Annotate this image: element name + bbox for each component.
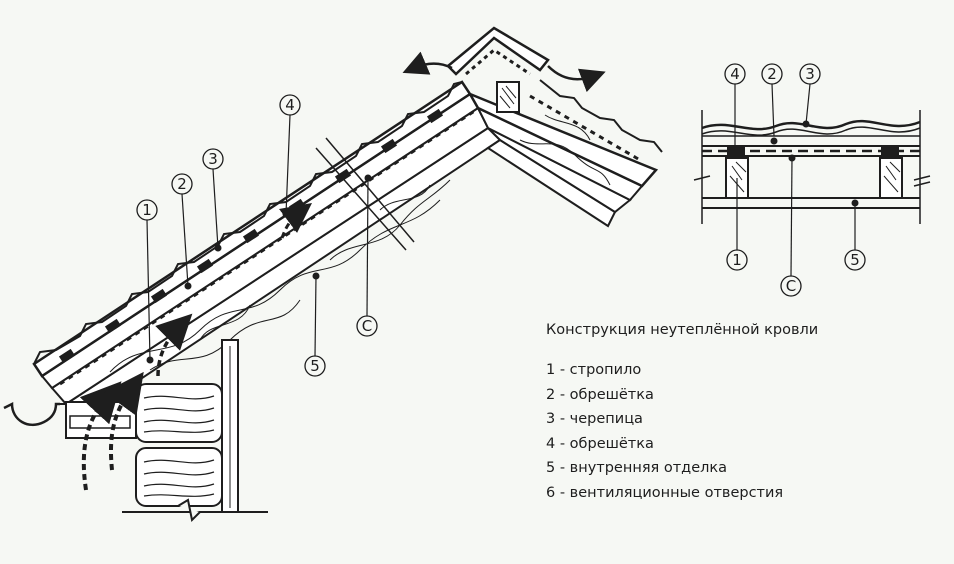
legend-item-1: 1 - стропило [546, 362, 642, 378]
ridge-vent-arrow-left [402, 51, 453, 75]
callout-detail-3: 3 [799, 63, 821, 85]
svg-text:C: C [362, 317, 372, 335]
ridge-dashes [465, 48, 531, 76]
ridge-beam [496, 81, 520, 113]
vent-dashes-right [529, 94, 641, 162]
leaders-detail [734, 83, 856, 277]
svg-text:2: 2 [767, 65, 777, 83]
ground-break [177, 498, 201, 523]
ridge-vent-arrow-right [547, 65, 606, 93]
svg-text:5: 5 [310, 357, 320, 375]
rafter-band-left [50, 106, 490, 406]
callout-main-c: C [356, 315, 378, 337]
vent-dashes-left [59, 108, 477, 386]
legend-item-4: 4 - обрешётка [546, 435, 654, 452]
callout-main-4: 4 [279, 94, 301, 116]
eave-vent-arrow-1 [79, 381, 122, 491]
tile-layer-right [467, 91, 659, 188]
svg-text:5: 5 [850, 251, 860, 269]
leaders-main [146, 114, 369, 361]
callout-main-3: 3 [202, 148, 224, 170]
wall-log-1 [135, 383, 223, 443]
roof-tiles-right [539, 79, 663, 153]
detail-batten-left [727, 145, 745, 157]
detail-section [693, 83, 931, 277]
detail-tile [701, 119, 921, 131]
eave-vent-arrow-4 [278, 202, 312, 239]
wall-log-grain [143, 395, 215, 497]
callout-detail-2: 2 [761, 63, 783, 85]
ridge-cap [446, 26, 550, 76]
svg-text:1: 1 [142, 201, 152, 219]
section-cut-line-1 [315, 147, 407, 251]
svg-text:1: 1 [732, 251, 742, 269]
callout-detail-c: C [780, 275, 802, 297]
inner-finish-left [64, 126, 502, 420]
eave-vent-arrow-2 [104, 371, 144, 471]
wood-grain-right [519, 114, 611, 186]
detail-rafter-right-grain [883, 161, 901, 193]
callout-main-1: 1 [136, 199, 158, 221]
svg-text:4: 4 [285, 96, 295, 114]
section-cut-line-2 [325, 137, 415, 243]
callout-detail-5: 5 [844, 249, 866, 271]
svg-text:3: 3 [805, 65, 815, 83]
detail-break-right [913, 110, 931, 224]
legend: Конструкция неутеплённой кровли 1 - стро… [546, 322, 818, 505]
tile-layer-left [32, 80, 472, 378]
ridge-beam-grain [499, 85, 517, 109]
gutter [3, 401, 60, 427]
main-section [3, 26, 663, 523]
detail-rafter-right [879, 157, 903, 199]
detail-tile-lower [701, 126, 921, 136]
svg-text:2: 2 [177, 175, 187, 193]
callout-detail-1: 1 [726, 249, 748, 271]
callout-main-2: 2 [171, 173, 193, 195]
legend-title: Конструкция неутеплённой кровли [546, 322, 819, 338]
roof-tiles-left [33, 81, 463, 365]
legend-item-2: 2 - обрешётка [546, 386, 654, 403]
detail-batten-right [881, 145, 899, 157]
leader-dots-detail [770, 120, 859, 207]
callout-detail-4: 4 [724, 63, 746, 85]
wall-log-2 [135, 447, 223, 507]
leader-dots-main [146, 174, 372, 364]
legend-item-5: 5 - внутренняя отделка [546, 460, 728, 476]
detail-break-left [693, 110, 711, 224]
legend-item-6: 6 - вентиляционные отверстия [546, 484, 784, 501]
soffit-block [65, 401, 137, 439]
svg-text:3: 3 [208, 150, 218, 168]
svg-text:C: C [786, 277, 796, 295]
eave-vent-arrow-3 [155, 313, 193, 377]
svg-text:4: 4 [730, 65, 740, 83]
legend-item-3: 3 - черепица [546, 411, 643, 427]
callout-main-5: 5 [304, 355, 326, 377]
